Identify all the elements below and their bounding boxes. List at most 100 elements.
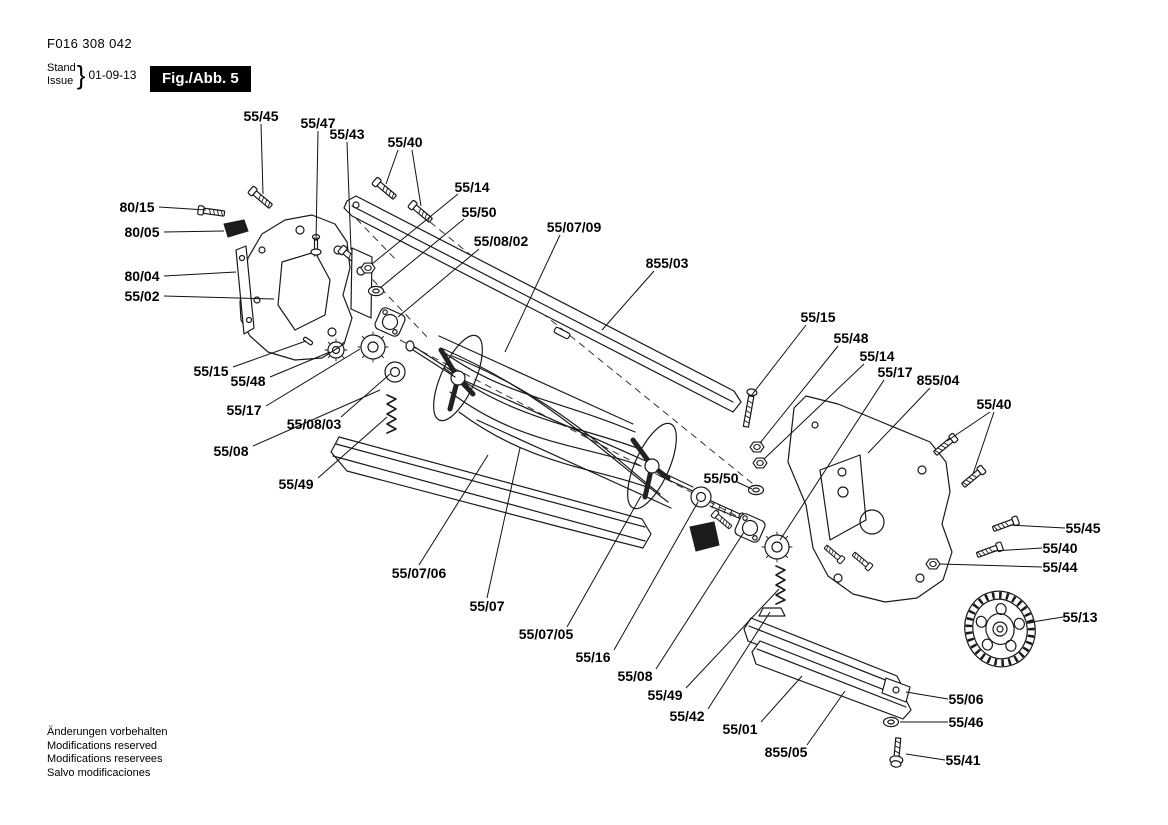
part-label-30-55-07-06: 55/07/06 (392, 565, 447, 581)
leader-line-22 (779, 379, 885, 541)
leader-line-8 (397, 248, 480, 318)
part-label-40-55-46: 55/46 (948, 714, 983, 730)
washer-55-50-left (367, 285, 385, 297)
leader-line-6 (371, 193, 459, 265)
end-bracket-55-06 (881, 677, 911, 703)
bottom-support-rail (751, 640, 912, 720)
part-label-31-55-07: 55/07 (469, 598, 504, 614)
leader-line-39 (905, 691, 949, 700)
part-label-12-855-03: 855/03 (646, 255, 689, 271)
footer-notices: Änderungen vorbehalten Modifications res… (47, 726, 167, 780)
leader-line-36 (707, 611, 771, 710)
issue-date: 01-09-13 (88, 68, 137, 82)
part-label-10-80-04: 80/04 (124, 268, 159, 284)
stand-label: Stand (47, 62, 76, 74)
document-number: F016 308 042 (47, 36, 133, 51)
part-label-1-55-47: 55/47 (300, 115, 335, 131)
part-label-34-55-08: 55/08 (617, 668, 652, 684)
figure-number-badge: Fig./Abb. 5 (150, 66, 251, 92)
part-label-37-55-01: 55/01 (722, 721, 757, 737)
bearing-cap (689, 521, 720, 552)
leader-line-24 (972, 411, 995, 475)
part-label-9-55-07-09: 55/07/09 (547, 219, 602, 235)
leader-line-2 (346, 141, 352, 251)
leader-line-11 (163, 295, 275, 300)
part-label-21-55-14: 55/14 (859, 348, 894, 364)
bearing-housing-55-08-02 (372, 305, 408, 339)
screw-55-40-top-a (371, 176, 399, 202)
part-label-8-55-08-02: 55/08/02 (474, 233, 529, 249)
leader-line-34 (655, 531, 745, 670)
brace-glyph: } (76, 60, 86, 90)
leader-line-14 (269, 351, 331, 378)
spring-55-49-right (775, 565, 786, 605)
part-label-16-55-08-03: 55/08/03 (287, 416, 342, 432)
footer-line-de: Änderungen vorbehalten (47, 726, 168, 738)
part-label-13-55-15: 55/15 (193, 363, 228, 379)
part-label-33-55-16: 55/16 (575, 649, 610, 665)
leader-line-38 (806, 690, 846, 746)
issue-date-block: Stand Issue } 01-09-13 (47, 62, 136, 88)
adjuster-knob-55-17-left (357, 331, 389, 363)
issue-label: Issue (47, 75, 74, 87)
nut-55-44 (925, 558, 941, 570)
part-label-15-55-17: 55/17 (226, 402, 261, 418)
washer-55-50-right (747, 484, 765, 496)
spring-55-49-left (386, 394, 397, 434)
part-label-19-55-15: 55/15 (800, 309, 835, 325)
part-label-4-80-15: 80/15 (119, 199, 154, 215)
part-label-27-55-40: 55/40 (1042, 540, 1077, 556)
stand-issue-words: Stand Issue (47, 62, 76, 88)
washer-55-46 (882, 716, 900, 728)
part-label-3-55-40: 55/40 (387, 134, 422, 150)
screw-55-45-left (247, 185, 275, 211)
part-label-20-55-48: 55/48 (833, 330, 868, 346)
leader-line-21 (763, 363, 865, 460)
lock-washer-55-48-left (324, 338, 348, 362)
leader-line-37 (760, 675, 803, 723)
ball-bearing-55-16 (690, 486, 712, 508)
part-label-18-55-49: 55/49 (278, 476, 313, 492)
part-label-0-55-45: 55/45 (243, 108, 278, 124)
part-label-41-55-41: 55/41 (945, 752, 980, 768)
handle-rail (343, 195, 742, 413)
part-label-6-55-14: 55/14 (454, 179, 489, 195)
footer-line-fr: Modifications reservees (47, 753, 163, 765)
leader-line-4 (158, 206, 207, 211)
spring-seat-55-42 (758, 607, 786, 617)
part-label-39-55-06: 55/06 (948, 691, 983, 707)
nut-55-14-right (752, 457, 768, 469)
part-label-38-855-05: 855/05 (765, 744, 808, 760)
leader-line-30 (418, 454, 489, 566)
leader-line-1 (315, 130, 319, 242)
part-label-7-55-50: 55/50 (461, 204, 496, 220)
leader-line-31 (486, 447, 521, 599)
leader-line-5 (163, 230, 225, 233)
part-label-23-855-04: 855/04 (917, 372, 960, 388)
part-label-22-55-17: 55/17 (877, 364, 912, 380)
part-label-26-55-45: 55/45 (1065, 520, 1100, 536)
leader-line-29 (1031, 616, 1064, 623)
leader-line-41 (905, 753, 946, 761)
pin-55-15-left (302, 336, 314, 346)
leader-line-10 (163, 271, 237, 277)
right-side-plate (787, 395, 953, 603)
right-end-spider (630, 437, 671, 500)
part-label-11-55-02: 55/02 (124, 288, 159, 304)
part-label-32-55-07-05: 55/07/05 (519, 626, 574, 642)
ball-bearing-55-08-03 (384, 361, 406, 383)
leader-line-20 (759, 345, 839, 444)
part-label-5-80-05: 80/05 (124, 224, 159, 240)
leader-line-19 (750, 324, 807, 397)
nut-55-14-left (360, 262, 376, 274)
leader-line-15 (265, 348, 361, 407)
leader-line-16 (340, 373, 391, 418)
screw-80-15 (196, 204, 226, 219)
left-bearing-bracket (350, 247, 373, 319)
mounting-strip (235, 245, 255, 335)
part-label-14-55-48: 55/48 (230, 373, 265, 389)
part-label-29-55-13: 55/13 (1062, 609, 1097, 625)
